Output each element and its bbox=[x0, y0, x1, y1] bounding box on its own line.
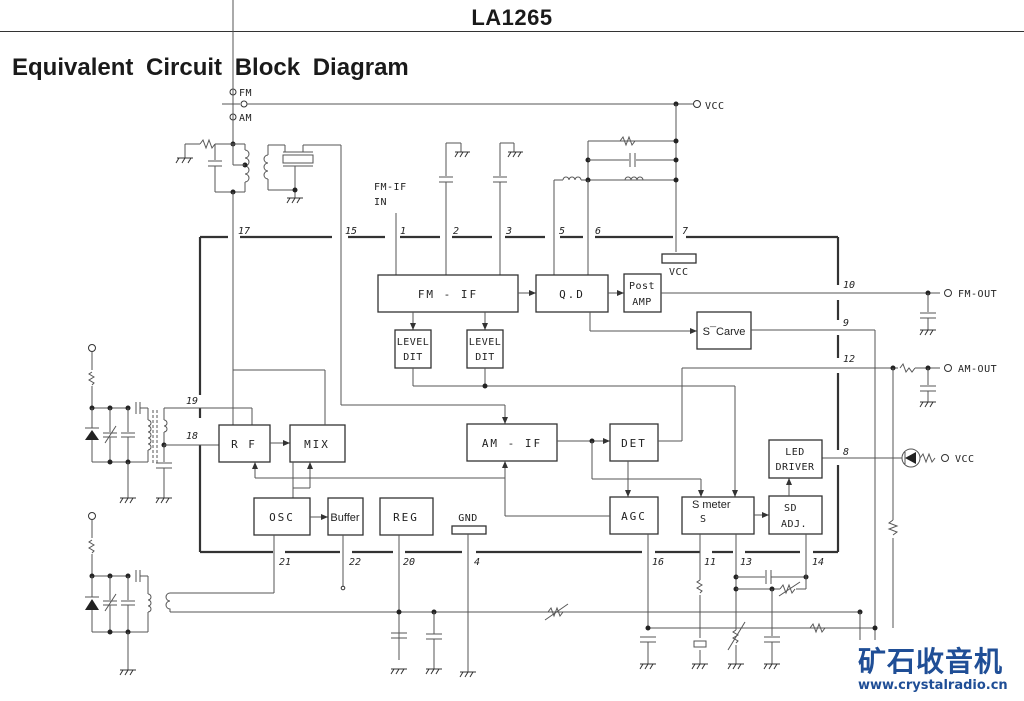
pin-3: 3 bbox=[505, 226, 512, 237]
pin-20: 20 bbox=[403, 557, 415, 568]
pin-14: 14 bbox=[812, 557, 824, 568]
reg-block: REG bbox=[379, 497, 434, 536]
am-out: AM-OUT bbox=[682, 362, 997, 628]
am-label: AM bbox=[239, 113, 252, 124]
s-carve-label: S¯Carve bbox=[703, 326, 746, 338]
pin-5: 5 bbox=[559, 226, 565, 237]
fm-if-block: FM - IF bbox=[377, 274, 519, 313]
header-rule bbox=[0, 31, 1024, 32]
osc-block: OSC bbox=[253, 497, 311, 536]
post-amp-label-2: AMP bbox=[632, 297, 652, 308]
s-meter-label: S meter bbox=[692, 499, 731, 511]
quad-tank: VCC bbox=[553, 104, 697, 278]
switch-terminal-icon bbox=[240, 100, 248, 108]
fm-out-label: FM-OUT bbox=[958, 289, 997, 300]
level-dit-2-label-2: DIT bbox=[475, 352, 495, 363]
pin-9: 9 bbox=[843, 318, 849, 329]
fm-out: FM-OUT bbox=[919, 289, 997, 336]
pin-21: 21 bbox=[279, 557, 291, 568]
antenna-tank bbox=[175, 0, 342, 430]
reg-label: REG bbox=[393, 511, 419, 524]
fm-label: FM bbox=[239, 88, 252, 99]
level-dit-2-block: LEVEL DIT bbox=[466, 329, 504, 369]
led-indicator: VCC bbox=[817, 448, 975, 468]
sd-adj-label-2: ADJ. bbox=[781, 519, 807, 530]
am-antenna-tank bbox=[85, 344, 253, 504]
agc-label: AGC bbox=[621, 510, 647, 523]
det-block: DET bbox=[609, 423, 659, 462]
s-carve-block: S¯Carve bbox=[696, 311, 752, 350]
rf-block: R F bbox=[218, 424, 271, 463]
am-out-label: AM-OUT bbox=[958, 364, 997, 375]
agc-block: AGC bbox=[609, 496, 659, 535]
pin-2: 2 bbox=[453, 226, 459, 237]
mix-label: MIX bbox=[304, 438, 330, 451]
level-dit-2-label-1: LEVEL bbox=[469, 337, 502, 348]
inductor-icon bbox=[562, 176, 582, 181]
level-dit-1-label-2: DIT bbox=[403, 352, 423, 363]
qd-label: Q.D bbox=[559, 288, 585, 301]
am-if-label: AM - IF bbox=[482, 437, 542, 450]
pin-10: 10 bbox=[843, 280, 855, 291]
level-dit-1-label-1: LEVEL bbox=[397, 337, 430, 348]
pin-4: 4 bbox=[474, 557, 480, 568]
watermark-chinese: 矿石收音机 bbox=[858, 645, 1004, 678]
pin-15: 15 bbox=[345, 226, 357, 237]
rf-label: R F bbox=[231, 438, 257, 451]
gnd-label: GND bbox=[458, 513, 478, 524]
vcc-pin7-block bbox=[661, 253, 697, 264]
vcc-led-label: VCC bbox=[955, 454, 975, 465]
part-number-title: LA1265 bbox=[471, 5, 553, 30]
ic-boundary bbox=[198, 235, 840, 554]
pin-13: 13 bbox=[740, 557, 752, 568]
pin-12: 12 bbox=[843, 354, 855, 365]
det-label: DET bbox=[621, 437, 647, 450]
qd-block: Q.D bbox=[535, 274, 609, 313]
fm-if-input: FM-IF IN bbox=[374, 142, 523, 275]
resistor-icon bbox=[199, 138, 216, 150]
am-if-block: AM - IF bbox=[466, 423, 558, 462]
pin-7: 7 bbox=[682, 226, 688, 237]
vcc-top-label: VCC bbox=[705, 101, 725, 112]
led-driver-label-1: LED bbox=[785, 447, 805, 458]
s-meter-block: S meter S bbox=[681, 496, 755, 535]
watermark-url: www.crystalradio.cn bbox=[858, 678, 1008, 693]
pin-1: 1 bbox=[400, 226, 406, 237]
fm-if-in-label-2: IN bbox=[374, 197, 387, 208]
vcc-terminal-icon bbox=[693, 100, 701, 108]
s-meter-sub-label: S bbox=[700, 514, 707, 525]
post-amp-block: Post AMP bbox=[623, 273, 662, 313]
bottom-right-components bbox=[639, 534, 878, 670]
ceramic-filter-icon bbox=[282, 154, 314, 164]
vcc-pin7-label: VCC bbox=[669, 267, 689, 278]
pin-18: 18 bbox=[186, 431, 198, 442]
fm-if-in-label-1: FM-IF bbox=[374, 182, 407, 193]
buffer-block: Buffer bbox=[327, 497, 364, 536]
pin-19: 19 bbox=[186, 396, 198, 407]
section-title: Equivalent Circuit Block Diagram bbox=[12, 54, 409, 81]
gnd-block: GND bbox=[451, 513, 487, 535]
post-amp-label-1: Post bbox=[629, 281, 655, 292]
inductor-icon-2 bbox=[624, 176, 644, 181]
led-driver-label-2: DRIVER bbox=[775, 462, 815, 473]
pin-11: 11 bbox=[704, 557, 716, 568]
supply-rail: FM VCC AM bbox=[222, 88, 725, 124]
pin-6: 6 bbox=[595, 226, 601, 237]
sd-adj-block: SD ADJ. bbox=[768, 495, 823, 535]
pin-17: 17 bbox=[238, 226, 250, 237]
buffer-label: Buffer bbox=[330, 512, 359, 524]
mix-block: MIX bbox=[289, 424, 346, 463]
pin-16: 16 bbox=[652, 557, 664, 568]
level-dit-1-block: LEVEL DIT bbox=[394, 329, 432, 369]
pin-8: 8 bbox=[843, 447, 849, 458]
coil-icon-2 bbox=[263, 154, 269, 180]
led-driver-block: LED DRIVER bbox=[768, 439, 823, 479]
osc-tank bbox=[85, 512, 171, 676]
pin-22: 22 bbox=[349, 557, 361, 568]
fm-if-label: FM - IF bbox=[418, 288, 478, 301]
pin-labels: 17 15 1 2 3 5 6 7 10 9 12 8 19 18 21 22 … bbox=[186, 226, 855, 568]
osc-label: OSC bbox=[269, 511, 295, 524]
sd-adj-label-1: SD bbox=[784, 503, 797, 514]
